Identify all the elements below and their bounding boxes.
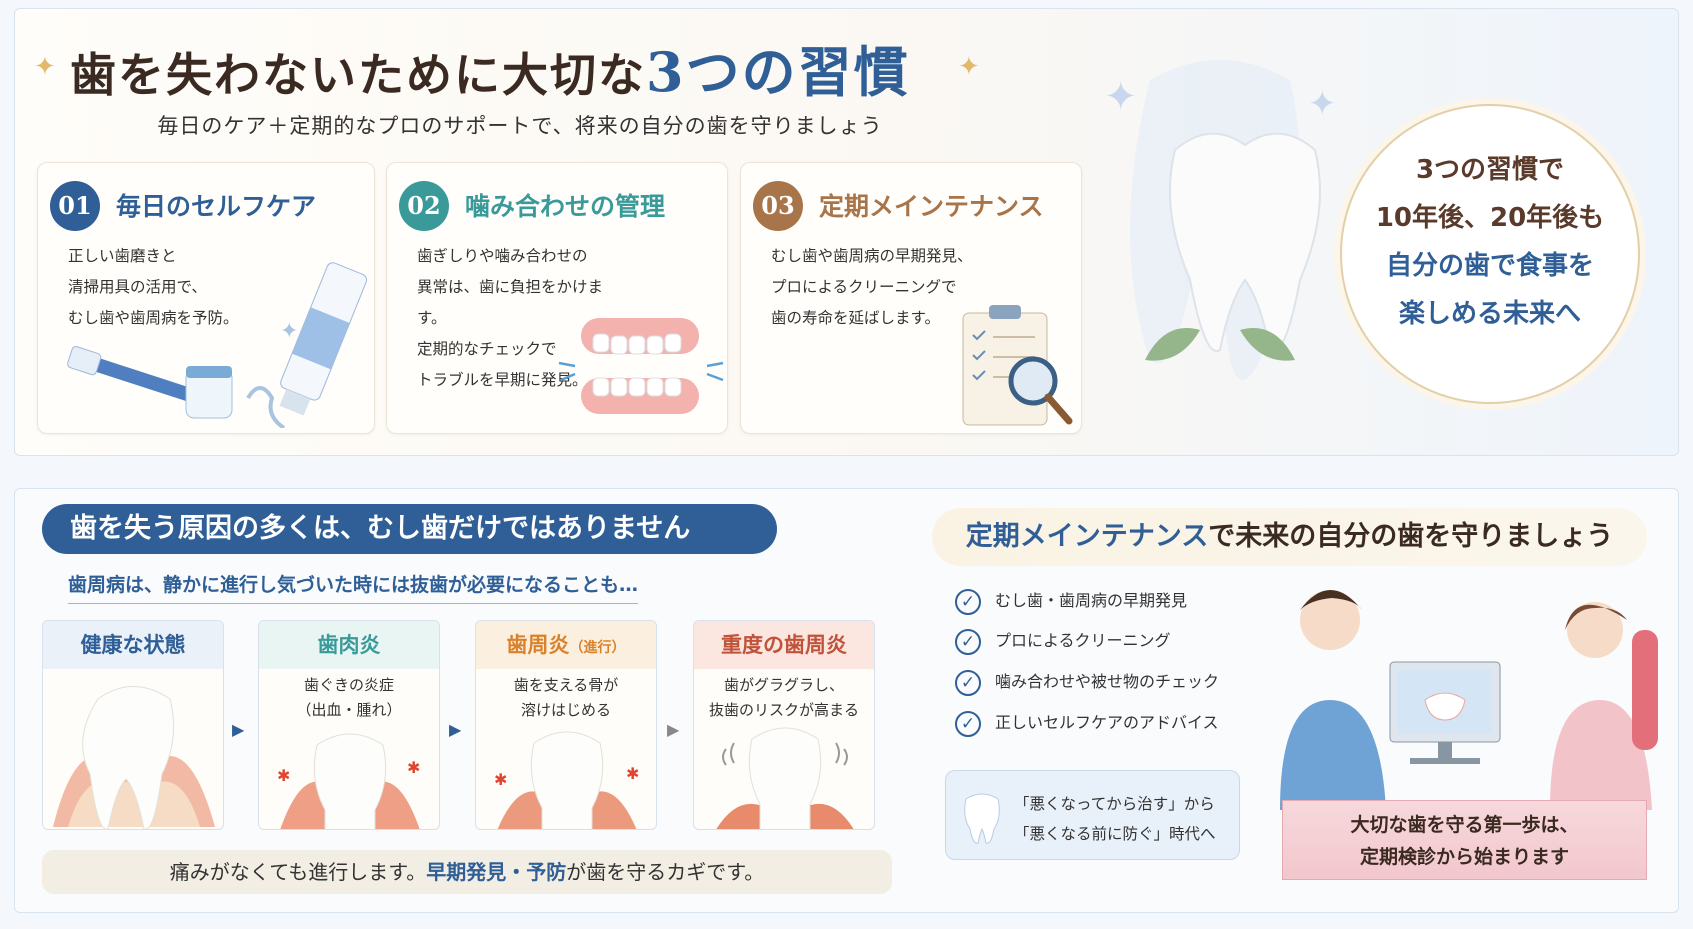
- message-line: 10年後、20年後も: [1375, 203, 1605, 233]
- check-icon: ✓: [955, 669, 981, 696]
- ribbon-line: 大切な歯を守る第一歩は、: [1350, 814, 1579, 836]
- tooth-icon: [964, 793, 1000, 844]
- svg-text:✱: ✱: [626, 764, 639, 783]
- habit-body: 正しい歯磨きと 清掃用具の活用で、 むし歯や歯周病を予防。: [68, 247, 239, 327]
- title-rest: で未来の自分の歯を守りましょう: [1208, 521, 1614, 552]
- message-line: 3つの習慣で: [1415, 155, 1565, 185]
- quote-line: 「悪くなる前に防ぐ」時代へ: [1014, 825, 1216, 843]
- bar-text: 痛みがなくても進行します。: [169, 860, 427, 884]
- check-item: ✓ 噛み合わせや被せ物のチェック: [955, 668, 1219, 696]
- tooth-icon: ✱✱: [277, 733, 420, 829]
- consultation-illustration: [1280, 590, 1658, 810]
- svg-text:✦: ✦: [280, 319, 298, 344]
- page-subtitle: 毎日のケア＋定期的なプロのサポートで、将来の自分の歯を守りましょう: [157, 114, 883, 138]
- dentures-icon: [558, 318, 724, 414]
- check-icon: ✓: [955, 628, 981, 655]
- title-main: 歯を失わないために大切な: [70, 48, 646, 102]
- causes-subtitle: 歯周病は、静かに進行し気づいた時には抜歯が必要になることも…: [68, 570, 639, 604]
- stage-title: 歯肉炎: [259, 621, 439, 669]
- svg-text:✱: ✱: [407, 758, 420, 777]
- habit-number: 03: [753, 181, 803, 231]
- stage-body: 歯がグラグラし、 抜歯のリスクが高まる: [708, 676, 859, 719]
- check-item: ✓ むし歯・歯周病の早期発見: [955, 587, 1187, 615]
- message-line: 自分の歯で食事を: [1385, 251, 1594, 281]
- habit-number: 02: [399, 181, 449, 231]
- magnifier-icon: [1008, 356, 1058, 406]
- check-label: 噛み合わせや被せ物のチェック: [995, 672, 1220, 691]
- habit-title: 定期メインテナンス: [819, 192, 1044, 221]
- habit-number: 01: [50, 181, 100, 231]
- tooth-icon: ✱✱: [494, 731, 639, 829]
- habit-card-2: 02 噛み合わせの管理 歯ぎしりや噛み合わせの 異常は、歯に負担をかけます。 定…: [386, 162, 728, 434]
- sparkle-icon: ✦: [34, 52, 56, 82]
- arrow-icon: ▶: [232, 720, 245, 739]
- habit-card-1: 01 毎日のセルフケア 正しい歯磨きと 清掃用具の活用で、 むし歯や歯周病を予防…: [37, 162, 375, 434]
- page-title: 歯を失わないために大切な3つの習慣: [70, 28, 910, 107]
- stage-title-text: 歯周炎: [506, 633, 570, 657]
- stage-title: 歯周炎（進行）: [476, 621, 656, 669]
- habit-title: 噛み合わせの管理: [465, 192, 666, 221]
- bar-text: が歯を守るカギです。: [566, 860, 765, 884]
- title-accent: 3つの習慣: [646, 40, 910, 104]
- stage-body: 歯ぐきの炎症 （出血・腫れ）: [296, 676, 402, 719]
- arrow-icon: ▶: [449, 720, 462, 739]
- stage-title-sub: （進行）: [569, 640, 626, 656]
- stage-title: 健康な状態: [43, 621, 223, 669]
- message-line: 楽しめる未来へ: [1398, 299, 1581, 329]
- cta-ribbon: 大切な歯を守る第一歩は、 定期検診から始まります: [1282, 800, 1647, 880]
- maintenance-title: 定期メインテナンスで未来の自分の歯を守りましょう: [932, 508, 1647, 566]
- quote-line: 「悪くなってから治す」から: [1014, 795, 1215, 813]
- stage-healthy: 健康な状態: [42, 620, 224, 830]
- leaf-icon: [1240, 328, 1295, 361]
- tooth-icon: ✦ ✦: [1104, 60, 1337, 380]
- quote-box: 「悪くなってから治す」から 「悪くなる前に防ぐ」時代へ: [945, 770, 1240, 860]
- svg-text:✦: ✦: [1308, 84, 1337, 124]
- habit-body: むし歯や歯周病の早期発見、 プロによるクリーニングで 歯の寿命を延ばします。: [771, 247, 973, 327]
- toothpaste-icon: [279, 262, 368, 416]
- leaf-icon: [1145, 328, 1200, 361]
- svg-text:✱: ✱: [494, 770, 507, 789]
- bar-accent: 早期発見・予防: [426, 860, 567, 884]
- stage-body: 歯を支える骨が 溶けはじめる: [513, 676, 619, 719]
- habit-title: 毎日のセルフケア: [116, 192, 317, 221]
- future-message: 3つの習慣で 10年後、20年後も 自分の歯で食事を 楽しめる未来へ: [1340, 104, 1640, 404]
- title-accent: 定期メインテナンス: [965, 521, 1209, 552]
- check-icon: ✓: [955, 588, 981, 615]
- check-label: 正しいセルフケアのアドバイス: [995, 713, 1219, 732]
- tooth-icon: [716, 727, 854, 829]
- stage-gingivitis: 歯肉炎 歯ぐきの炎症 （出血・腫れ） ✱✱: [258, 620, 440, 830]
- prevention-bar: 痛みがなくても進行します。早期発見・予防が歯を守るカギです。: [42, 850, 892, 894]
- clipboard-icon: [962, 305, 1073, 426]
- habit-body: 歯ぎしりや噛み合わせの 異常は、歯に負担をかけます。 定期的なチェックで トラブ…: [417, 247, 604, 389]
- svg-text:✦: ✦: [1104, 74, 1138, 120]
- arrow-icon: ▶: [667, 720, 680, 739]
- check-label: むし歯・歯周病の早期発見: [995, 591, 1188, 610]
- ribbon-line: 定期検診から始まります: [1359, 846, 1569, 868]
- toothbrush-icon: ✦: [67, 262, 368, 428]
- stage-title: 重度の歯周炎: [694, 621, 874, 669]
- habit-card-3: 03 定期メインテナンス むし歯や歯周病の早期発見、 プロによるクリーニングで …: [740, 162, 1082, 434]
- causes-banner: 歯を失う原因の多くは、むし歯だけではありません: [42, 504, 777, 554]
- check-item: ✓ プロによるクリーニング: [955, 627, 1171, 655]
- stage-severe: 重度の歯周炎 歯がグラグラし、 抜歯のリスクが高まる: [693, 620, 875, 830]
- stage-periodontitis: 歯周炎（進行） 歯を支える骨が 溶けはじめる ✱✱: [475, 620, 657, 830]
- check-icon: ✓: [955, 710, 981, 737]
- sparkle-icon: ✦: [958, 52, 980, 82]
- check-item: ✓ 正しいセルフケアのアドバイス: [955, 709, 1219, 737]
- tooth-icon: [53, 686, 215, 829]
- check-label: プロによるクリーニング: [995, 631, 1171, 650]
- svg-text:✱: ✱: [277, 766, 290, 785]
